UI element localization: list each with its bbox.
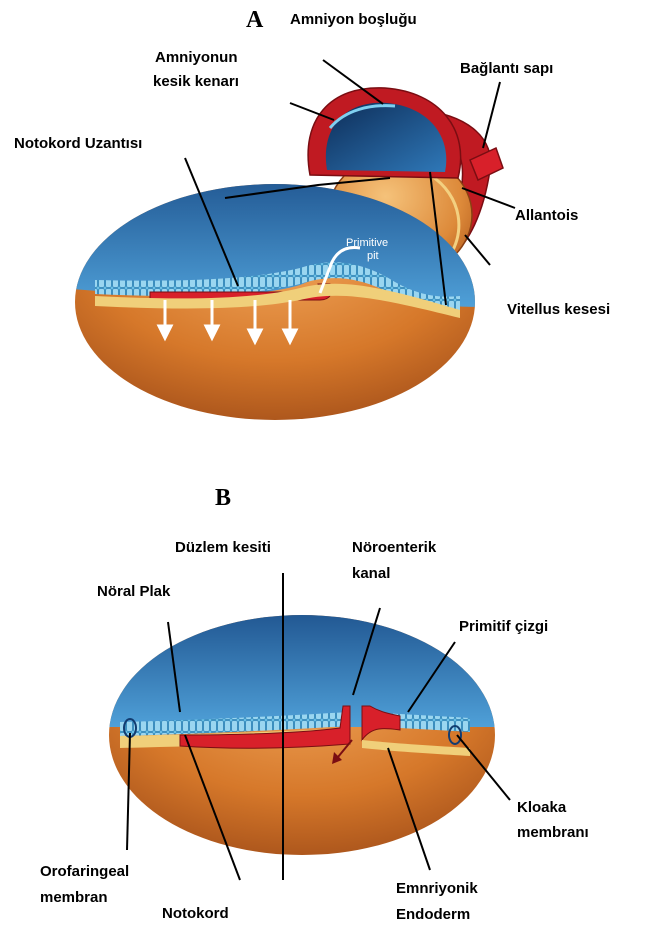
label-primitive-2: pit <box>367 250 379 262</box>
panel-b-title: B <box>215 485 231 511</box>
label-noroenterik-2: kanal <box>352 565 390 582</box>
label-amniyonun-2: kesik kenarı <box>153 73 239 90</box>
label-kloaka-2: membranı <box>517 824 589 841</box>
panel-a: A <box>14 7 610 420</box>
label-amniyonun-1: Amniyonun <box>155 49 238 66</box>
label-amniyon-boslugu: Amniyon boşluğu <box>290 11 417 28</box>
label-orofaringeal-2: membran <box>40 889 108 906</box>
label-notokord-uzantisi: Notokord Uzantısı <box>14 135 142 152</box>
label-baglanti-sapi: Bağlantı sapı <box>460 60 553 77</box>
label-noral-plak: Nöral Plak <box>97 583 171 600</box>
label-vitellus-kesesi: Vitellus kesesi <box>507 301 610 318</box>
embryonic-disc-b <box>100 600 510 855</box>
label-orofaringeal-1: Orofaringeal <box>40 863 129 880</box>
label-notokord: Notokord <box>162 905 229 922</box>
label-endoderm-2: Endoderm <box>396 906 470 923</box>
label-kloaka-1: Kloaka <box>517 799 567 816</box>
label-primitive-1: Primitive <box>346 237 388 249</box>
panel-a-title: A <box>246 7 264 33</box>
label-allantois: Allantois <box>515 207 578 224</box>
label-noroenterik-1: Nöroenterik <box>352 539 437 556</box>
amniotic-sac <box>308 88 461 178</box>
panel-b: B Düzlem kesi <box>40 485 589 923</box>
label-primitif-cizgi: Primitif çizgi <box>459 618 548 635</box>
label-endoderm-1: Emnriyonik <box>396 880 478 897</box>
label-duzlem-kesiti: Düzlem kesiti <box>175 539 271 556</box>
